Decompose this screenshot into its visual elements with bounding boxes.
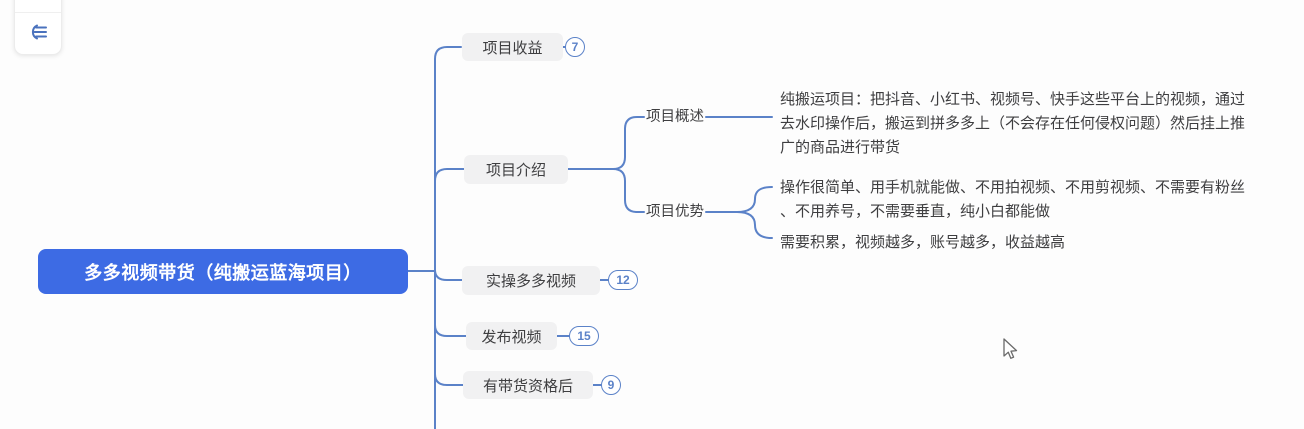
topic-practice-duoduo-video[interactable]: 实操多多视频 [462, 266, 600, 295]
note-line: 广的商品进行带货 [780, 139, 901, 156]
note-advantage-2[interactable]: 需要积累，视频越多，账号越多，收益越高 [780, 231, 1065, 255]
subtopic-project-advantages[interactable]: 项目优势 [646, 204, 704, 220]
toolbar-divider [15, 12, 61, 13]
note-line: 操作很简单、用手机就能做、不用拍视频、不用剪视频、不需要有粉丝 [780, 179, 1246, 196]
note-line: 去水印操作后，搬运到拼多多上（不会存在任何侵权问题）然后挂上推 [780, 115, 1246, 132]
topic-after-qualification[interactable]: 有带货资格后 [463, 371, 593, 399]
collapsed-count-badge[interactable]: 9 [601, 375, 621, 395]
subtopic-project-overview[interactable]: 项目概述 [646, 109, 704, 125]
outline-structure-button[interactable] [19, 17, 59, 51]
note-project-overview[interactable]: 纯搬运项目：把抖音、小红书、视频号、快手这些平台上的视频，通过 去水印操作后，搬… [780, 88, 1245, 160]
root-topic[interactable]: 多多视频带货（纯搬运蓝海项目） [38, 249, 408, 294]
collapsed-count-badge[interactable]: 12 [608, 270, 638, 290]
topic-project-income[interactable]: 项目收益 [462, 33, 563, 61]
note-line: 纯搬运项目：把抖音、小红书、视频号、快手这些平台上的视频，通过 [780, 91, 1246, 108]
outline-structure-icon [28, 23, 50, 46]
collapsed-count-badge[interactable]: 15 [569, 326, 599, 346]
mouse-cursor-icon [1000, 338, 1020, 367]
note-line: 需要积累，视频越多，账号越多，收益越高 [780, 234, 1066, 251]
note-advantage-1[interactable]: 操作很简单、用手机就能做、不用拍视频、不用剪视频、不需要有粉丝 、不用养号，不需… [780, 176, 1245, 224]
topic-publish-video[interactable]: 发布视频 [466, 322, 557, 350]
floating-toolbar [14, 0, 62, 55]
collapsed-count-badge[interactable]: 7 [565, 37, 585, 57]
note-line: 、不用养号，不需要垂直，纯小白都能做 [780, 203, 1051, 220]
topic-project-intro[interactable]: 项目介绍 [464, 155, 568, 184]
